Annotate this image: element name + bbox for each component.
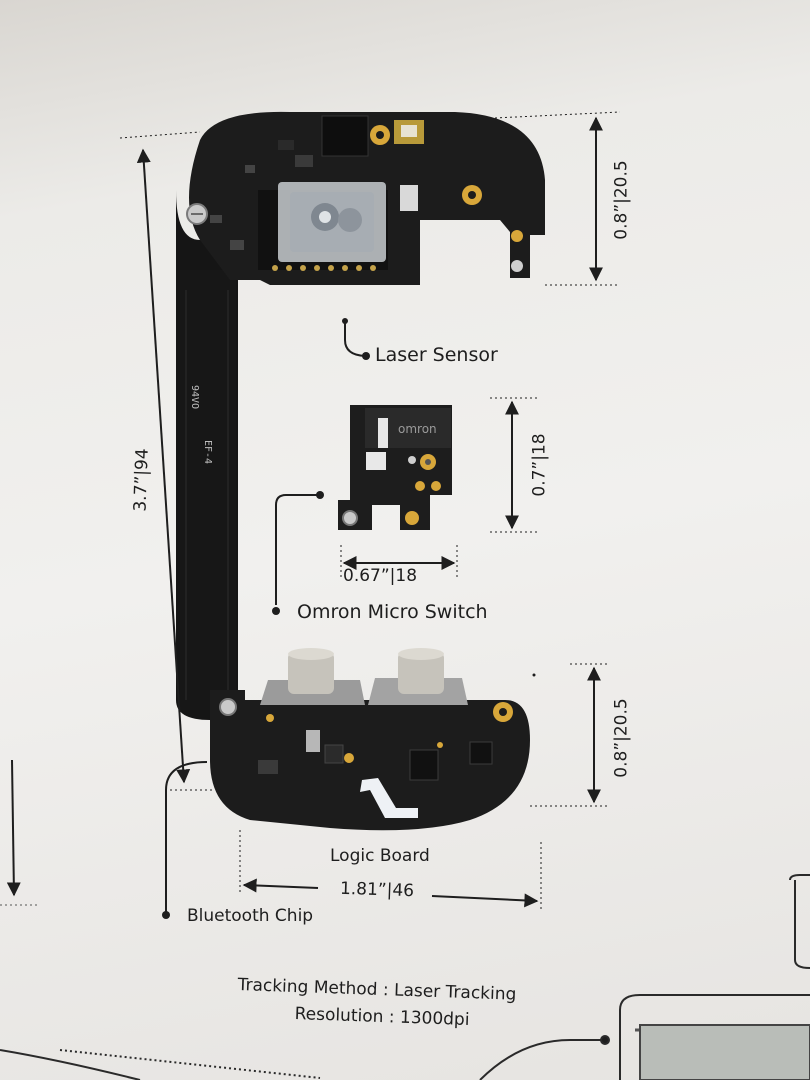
dimension-switch-width: 0.67”|18 [343, 566, 418, 586]
dimension-lines [119, 111, 621, 912]
svg-text:EF-4: EF-4 [202, 440, 213, 464]
omron-micro-switch-label: Omron Micro Switch [297, 601, 488, 623]
dimension-switch-height: 0.7”|18 [529, 433, 550, 497]
left-edge-arrow [0, 759, 40, 906]
bluetooth-chip-label: Bluetooth Chip [187, 906, 314, 926]
svg-text:omron: omron [398, 422, 437, 436]
logic-board [210, 648, 530, 831]
pcb-marking: 94VO EF-4 [189, 385, 213, 464]
svg-text:94VO: 94VO [189, 385, 200, 409]
logic-board-label: Logic Board [330, 846, 430, 866]
dimension-total-height: 3.7”|94 [130, 448, 153, 512]
leader-dots [162, 318, 536, 919]
background-diagram-lines [0, 874, 810, 1080]
top-sensor-board [186, 111, 545, 285]
laser-sensor-label: Laser Sensor [375, 344, 498, 366]
dimension-board-width: 1.81”|46 [339, 878, 415, 902]
dimension-bottom-board-height: 0.8”|20.5 [611, 698, 632, 778]
dimension-top-board-height: 0.8”|20.5 [611, 160, 632, 240]
omron-micro-switch: omron [338, 405, 452, 530]
